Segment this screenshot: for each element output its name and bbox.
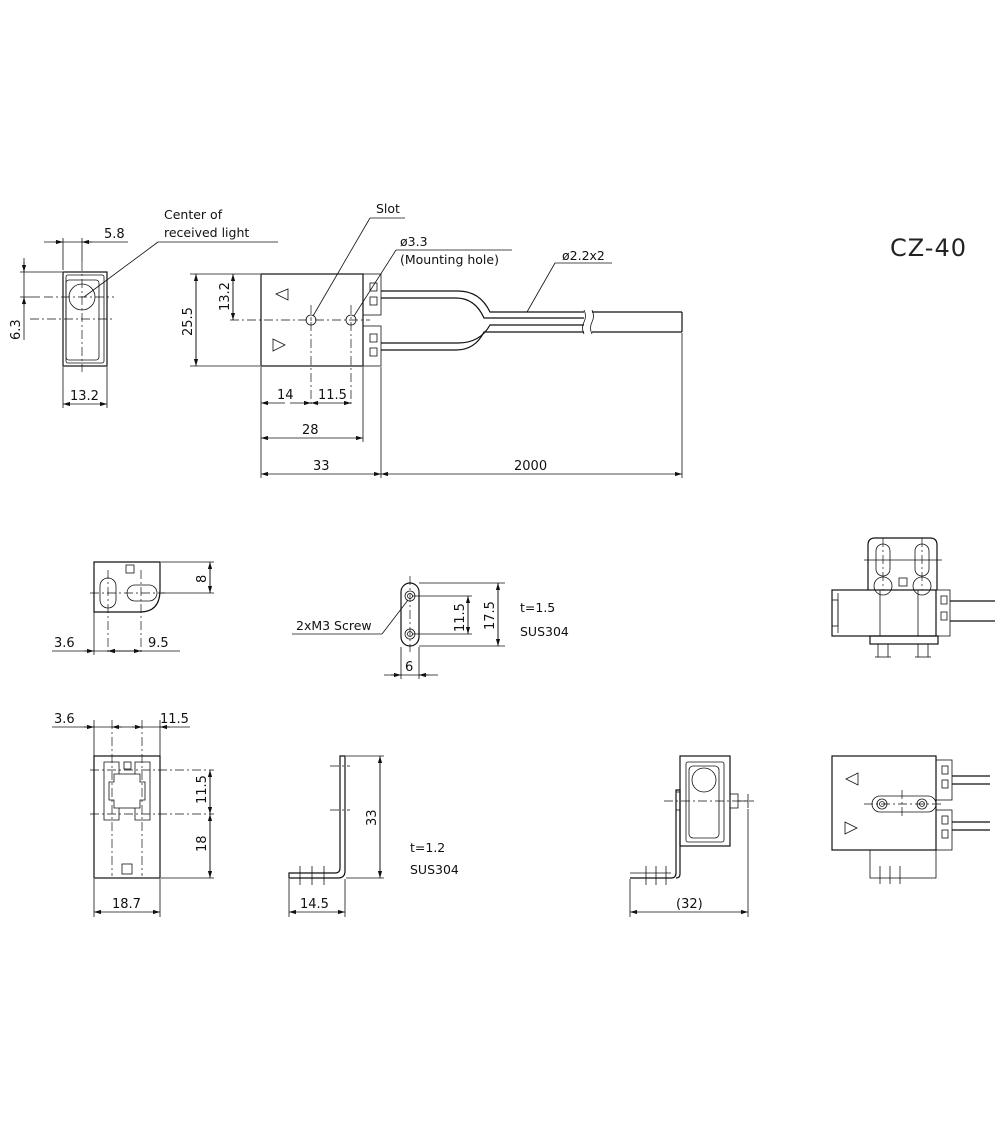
dim-28: 28 (302, 423, 319, 438)
label-thickness-1-5: t=1.5 (520, 600, 555, 615)
dim-13-2-height: 13.2 (218, 282, 233, 311)
mounted-front-view (831, 755, 990, 884)
label-slot: Slot (376, 201, 400, 216)
dim-14: 14 (277, 388, 294, 403)
screw-plate-view: 11.5 17.5 6 2xM3 Screw t=1.5 SUS304 (292, 576, 569, 679)
dim-6-3: 6.3 (9, 319, 24, 340)
label-thickness-1-2: t=1.2 (410, 840, 445, 855)
dim-17-5: 17.5 (483, 601, 498, 630)
model-title: CZ-40 (890, 234, 967, 262)
dim-11-5-plate: 11.5 (453, 603, 468, 632)
label-received-light: received light (164, 225, 249, 240)
sensor-front-view: 5.8 6.3 13.2 Center of received light (9, 207, 278, 408)
dim-6: 6 (405, 660, 413, 675)
l-bracket-front-view: 3.6 11.5 11.5 18 18.7 (52, 712, 214, 917)
dim-33-height: 33 (365, 809, 380, 826)
label-cable-diameter: ø2.2x2 (562, 248, 605, 263)
label-center-of: Center of (164, 207, 223, 222)
label-material-2: SUS304 (410, 862, 459, 877)
dim-8: 8 (195, 575, 210, 583)
dim-14-5: 14.5 (300, 897, 329, 912)
dim-13-2-width: 13.2 (70, 389, 99, 404)
dim-11-5-top: 11.5 (160, 712, 189, 727)
dim-25-5: 25.5 (181, 307, 196, 336)
dim-33-length: 33 (313, 459, 330, 474)
dim-9-5: 9.5 (148, 636, 169, 651)
mounted-side-view: (32) (629, 755, 754, 917)
dim-2000: 2000 (514, 459, 547, 474)
assembly-bracket-view (831, 537, 995, 658)
dim-18-7: 18.7 (112, 897, 141, 912)
dim-18: 18 (195, 835, 210, 852)
label-screw: 2xM3 Screw (296, 618, 372, 633)
label-material-1: SUS304 (520, 624, 569, 639)
bracket-front-view: 8 3.6 9.5 (52, 561, 214, 655)
dim-32: (32) (676, 897, 703, 912)
dim-3-6-l-bracket: 3.6 (54, 712, 75, 727)
label-hole-diameter: ø3.3 (400, 234, 428, 249)
dim-3-6-bracket: 3.6 (54, 636, 75, 651)
dim-11-5-side: 11.5 (195, 775, 210, 804)
sensor-side-view: 25.5 13.2 14 11.5 28 33 2000 Slot ø3.3 (… (181, 201, 683, 478)
dim-11-5-holes: 11.5 (318, 388, 347, 403)
dim-5-8: 5.8 (104, 227, 125, 242)
l-bracket-side-view: 33 14.5 t=1.2 SUS304 (288, 755, 459, 917)
label-mounting-hole: (Mounting hole) (400, 252, 499, 267)
